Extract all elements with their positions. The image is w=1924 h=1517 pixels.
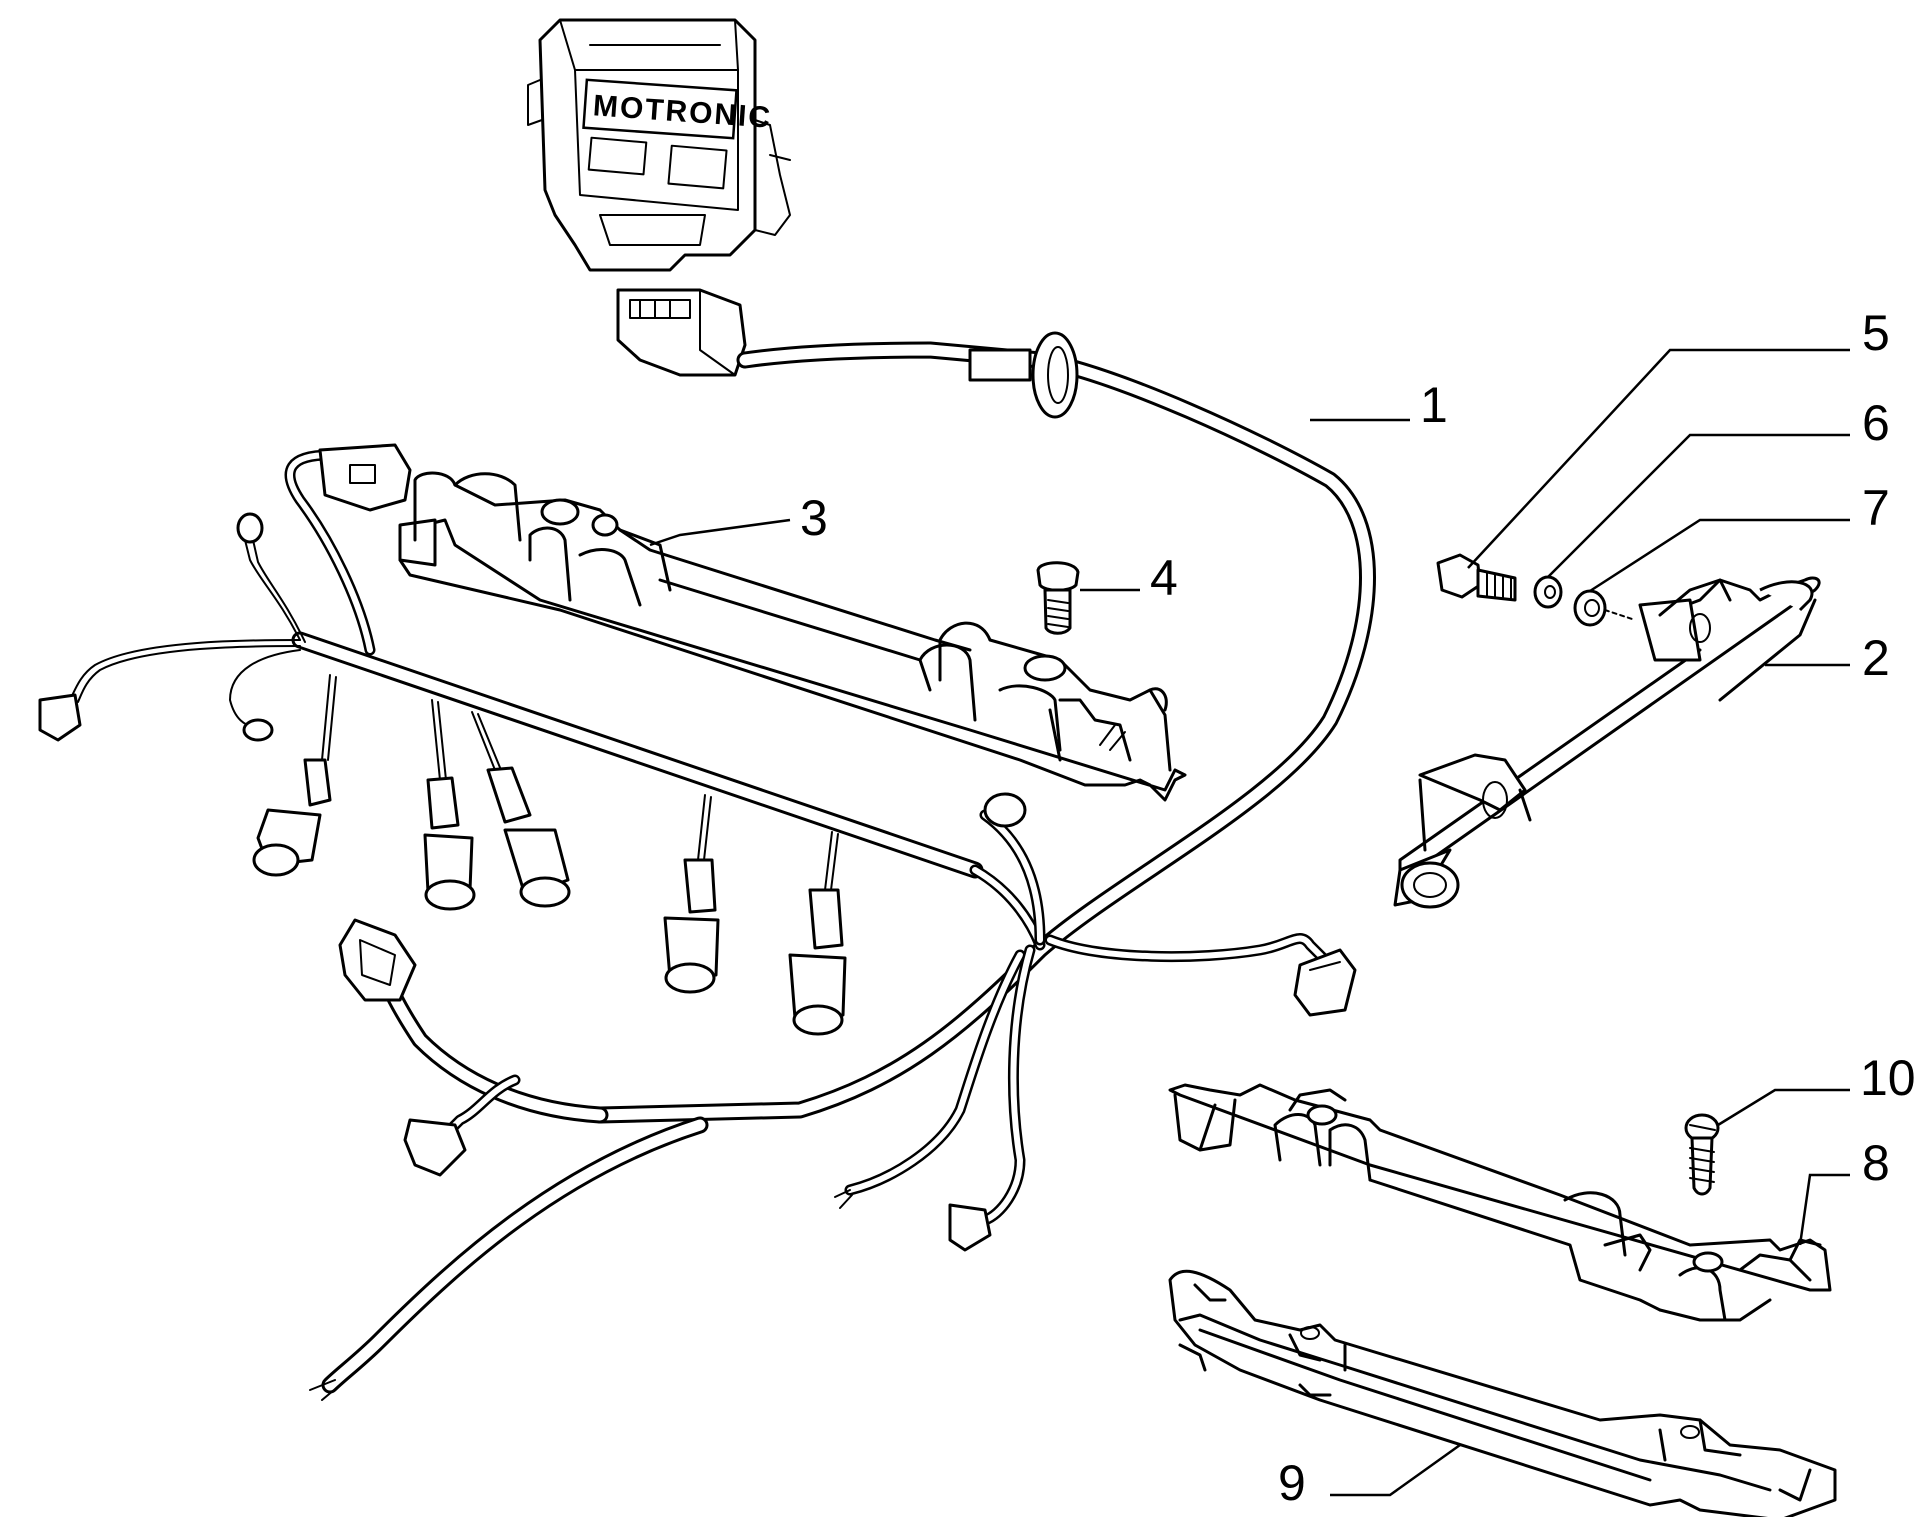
fuel-rail-cover	[398, 471, 1187, 802]
fuel-rail	[1168, 1083, 1832, 1322]
ecu-control-unit: MOTRONIC	[527, 18, 791, 272]
callout-1: 1	[1420, 377, 1448, 433]
callout-9: 9	[1278, 1455, 1306, 1511]
injector-plug-2	[423, 699, 476, 911]
callout-8: 8	[1862, 1135, 1890, 1191]
rail-cover-tray	[1168, 1269, 1837, 1517]
rail-bracket	[1393, 576, 1821, 909]
callout-5: 5	[1862, 305, 1890, 361]
washer-7	[1573, 589, 1607, 627]
injector-plug-5	[788, 831, 847, 1036]
callout-4: 4	[1150, 550, 1178, 606]
callout-10: 10	[1860, 1050, 1916, 1106]
injector-plug-4	[663, 794, 720, 994]
injector-plug-1	[252, 674, 337, 877]
leader-lines	[649, 348, 1850, 1497]
injector-harness	[38, 443, 1046, 1036]
callout-6: 6	[1862, 395, 1890, 451]
bolt-4	[1036, 561, 1080, 635]
callout-numbers: 1 2 3 4 5 6 7 8 9 10	[800, 305, 1916, 1511]
callout-3: 3	[800, 490, 828, 546]
washer-6	[1533, 575, 1563, 609]
wiring-harness	[309, 288, 1376, 1401]
callout-2: 2	[1862, 630, 1890, 686]
screw-10	[1684, 1113, 1720, 1196]
injector-plug-3	[471, 711, 571, 908]
bolt-5	[1436, 553, 1517, 602]
callout-7: 7	[1862, 480, 1890, 536]
